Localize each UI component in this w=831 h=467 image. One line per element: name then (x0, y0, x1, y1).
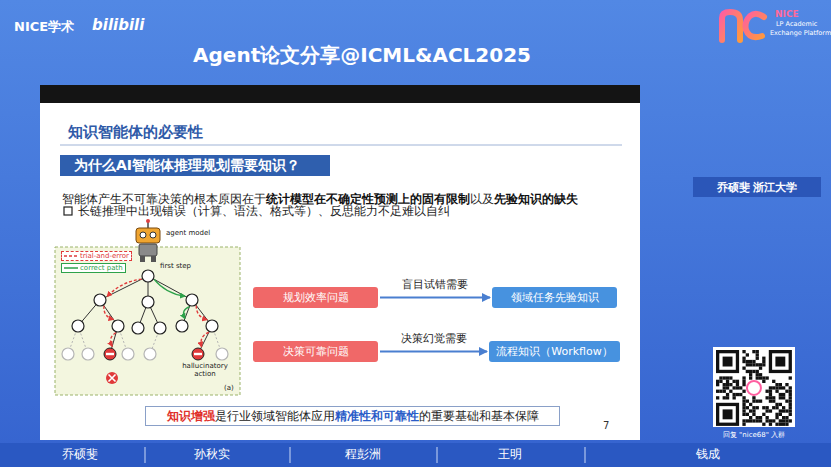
conclusion-box: 知识增强是行业领域智能体应用精准性和可靠性的重要基础和基本保障 (145, 406, 560, 426)
correct-arrow (154, 279, 185, 296)
robot-icon (136, 219, 160, 262)
slide-heading: 知识智能体的必要性 (68, 123, 203, 141)
name-separator (145, 447, 146, 463)
blocked-bar (194, 353, 202, 355)
figure-label: hallucinatory action (176, 362, 234, 378)
presenter-name: 乔硕斐 (62, 447, 98, 461)
legend-sample (64, 265, 78, 271)
bullet-square (64, 207, 72, 215)
legend-text: trial-and-error (80, 253, 129, 260)
node-text: 为什么AI智能体推理规划需要知识？ (74, 157, 300, 173)
bullet-text: 长链推理中出现错误（计算、语法、格式等）、反思能力不足难以自纠 (78, 204, 450, 218)
tree-edge (148, 276, 192, 300)
tree-node (176, 320, 188, 332)
edge-label: 盲目试错需要 (402, 277, 468, 292)
name-bar (0, 443, 831, 467)
node-text: 乔硕斐 浙江大学 (717, 181, 798, 194)
figure-panel (55, 247, 240, 395)
tree-node (132, 322, 144, 334)
presenter-name: 钱成 (696, 447, 720, 461)
fail-mark (106, 372, 118, 384)
trial-arrow (104, 306, 114, 320)
tree-node (142, 270, 154, 282)
body-text: 统计模型在不确定性预测上的固有限制 (266, 192, 470, 206)
legend-item: correct path (61, 263, 126, 273)
legend-item: trial-and-error (61, 251, 132, 261)
tree-node (206, 320, 218, 332)
figure-label: first step (160, 262, 191, 270)
edge-label: 决策幻觉需要 (401, 331, 467, 346)
body-text: 先验知识的缺失 (494, 192, 578, 206)
knowledge-box: 领域任务先验知识 (492, 287, 617, 308)
trial-arrow (107, 279, 142, 296)
watermark: NICE学术 (14, 19, 74, 35)
trial-arrow (201, 332, 209, 347)
question-band: 为什么AI智能体推理规划需要知识？ (60, 155, 330, 176)
trial-arrow (196, 306, 207, 320)
logo-mark (746, 14, 765, 37)
figure-label: (a) (224, 384, 234, 392)
title-rule (60, 145, 622, 146)
qr-code (716, 350, 792, 426)
body-text: 以及 (470, 192, 494, 206)
qr-caption: 回复 "nice68" 入群 (723, 431, 785, 439)
tree-node (216, 348, 228, 360)
name-separator (437, 447, 438, 463)
tree-node (154, 322, 166, 334)
tree-node (94, 294, 106, 306)
tree-node (186, 294, 198, 306)
legend-sample (64, 253, 78, 259)
arrow-connector (380, 297, 490, 299)
page-title: Agent论文分享@ICML&ACL2025 (193, 43, 531, 67)
logo-text: Exchange Platform (770, 30, 831, 38)
speaker-band: 乔硕斐 浙江大学 (693, 177, 821, 197)
qr-ground (713, 347, 795, 427)
node-text: 决策可靠问题 (283, 345, 349, 358)
tree-edge (100, 276, 148, 300)
presenter-name: 孙秋实 (194, 447, 230, 461)
name-separator (290, 447, 291, 463)
tree-node (122, 348, 134, 360)
node-text: 领域任务先验知识 (511, 291, 599, 304)
watermark: bilibili (92, 16, 144, 34)
node-text: 流程知识（Workflow） (496, 345, 613, 358)
slide-top-bar (40, 85, 640, 103)
blocked-node (104, 348, 116, 360)
node-text: 是行业领域智能体应用 (215, 409, 335, 423)
node-text: 规划效率问题 (283, 291, 349, 304)
node-text: 的重要基础和基本保障 (419, 409, 539, 423)
node-text: 精准性和可靠性 (335, 409, 419, 423)
tree-node (62, 348, 74, 360)
node-text: 知识增强 (167, 409, 215, 423)
tree-node (142, 296, 154, 308)
arrow-connector (380, 351, 487, 353)
problem-box: 规划效率问题 (253, 287, 378, 308)
legend-text: correct path (80, 265, 123, 272)
slide-ground (40, 85, 640, 440)
correct-arrow (184, 307, 190, 319)
fail-cross (109, 375, 116, 382)
tree-node (144, 348, 156, 360)
presenter-name: 程彭洲 (345, 447, 381, 461)
blocked-bar (106, 353, 114, 355)
trial-arrow (110, 333, 116, 347)
tree-node (72, 320, 84, 332)
logo-text: NICE (775, 9, 799, 20)
knowledge-box: 流程知识（Workflow） (489, 341, 620, 362)
problem-box: 决策可靠问题 (253, 341, 378, 362)
presenter-name: 王明 (498, 447, 522, 461)
name-separator (585, 447, 586, 463)
logo-text: LP Academic (776, 21, 817, 29)
figure-label: agent model (166, 229, 210, 237)
body-text: 智能体产生不可靠决策的根本原因在于 (62, 192, 266, 206)
tree-node (82, 348, 94, 360)
logo-mark (722, 12, 740, 40)
blocked-node (192, 348, 204, 360)
page-number: 7 (603, 420, 609, 432)
tree-node (112, 320, 124, 332)
